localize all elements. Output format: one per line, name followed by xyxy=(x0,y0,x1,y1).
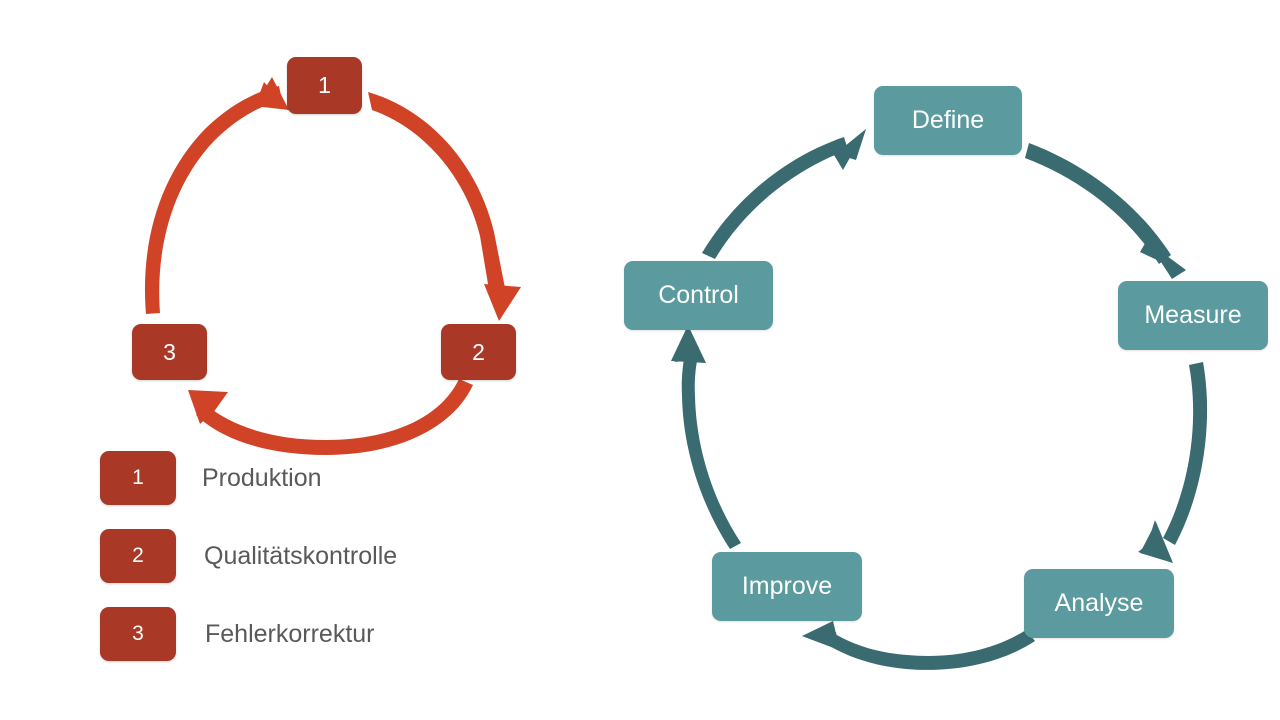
legend-chip-2-number: 2 xyxy=(132,544,144,567)
legend-chip-1-number: 1 xyxy=(132,466,144,489)
legend-row-3[interactable]: 3 Fehlerkorrektur xyxy=(100,607,375,661)
dmaic-node-improve-label: Improve xyxy=(741,572,833,600)
dmaic-node-improve[interactable]: Improve xyxy=(712,552,862,621)
arrow-analyse-to-improve xyxy=(802,621,1035,670)
dmaic-node-analyse-label: Analyse xyxy=(1054,589,1144,617)
legend-row-2[interactable]: 2 Qualitätskontrolle xyxy=(100,529,397,583)
dmaic-node-measure[interactable]: Measure xyxy=(1118,281,1268,350)
left-node-1-label: 1 xyxy=(318,72,331,98)
arrow-improve-to-control xyxy=(671,325,741,549)
arrow-control-to-define xyxy=(702,129,866,259)
dmaic-node-control-label: Control xyxy=(658,281,739,309)
legend-chip-2: 2 xyxy=(100,529,176,583)
dmaic-node-control[interactable]: Control xyxy=(624,261,773,330)
legend-row-1[interactable]: 1 Produktion xyxy=(100,451,322,505)
left-node-3[interactable]: 3 xyxy=(132,324,207,380)
arrow-measure-to-analyse xyxy=(1138,362,1208,563)
dmaic-node-define-label: Define xyxy=(911,106,985,134)
left-node-1[interactable]: 1 xyxy=(287,57,362,114)
left-node-3-label: 3 xyxy=(163,338,176,365)
legend-label-3: Fehlerkorrektur xyxy=(205,619,375,648)
arrow-2-to-3 xyxy=(188,379,473,455)
arrow-define-to-measure xyxy=(1025,143,1186,279)
arrow-3-to-1 xyxy=(144,77,289,314)
dmaic-node-measure-label: Measure xyxy=(1144,301,1242,329)
legend-chip-1: 1 xyxy=(100,451,176,505)
legend-label-1: Produktion xyxy=(202,463,322,492)
left-node-2[interactable]: 2 xyxy=(441,324,516,380)
dmaic-node-analyse[interactable]: Analyse xyxy=(1024,569,1174,638)
legend-chip-3: 3 xyxy=(100,607,176,661)
legend-chip-3-number: 3 xyxy=(132,622,144,645)
legend-label-2: Qualitätskontrolle xyxy=(204,541,398,570)
arrow-1-to-2 xyxy=(368,92,521,321)
left-node-2-label: 2 xyxy=(472,338,485,365)
dmaic-node-define[interactable]: Define xyxy=(874,86,1022,155)
